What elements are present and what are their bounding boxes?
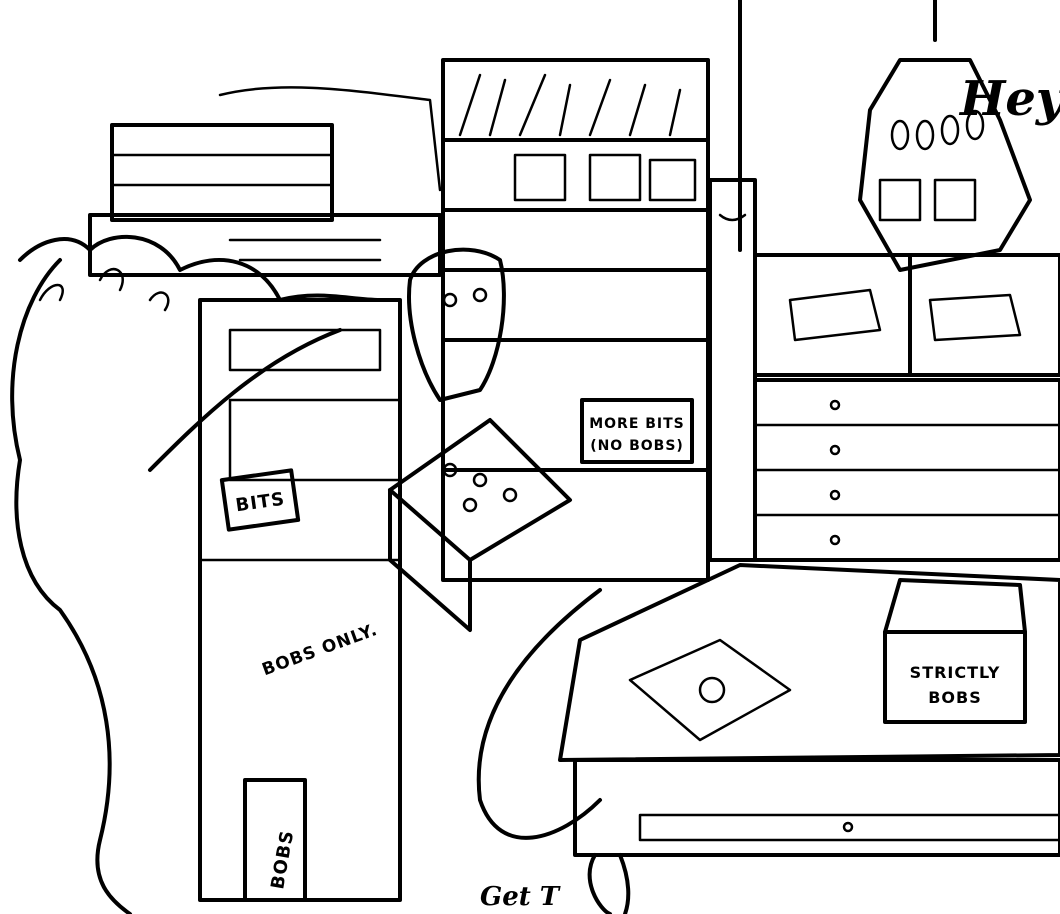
svg-text:BITS: BITS — [234, 489, 286, 517]
rolled-tube — [708, 178, 757, 562]
more-bits-sign: MORE BITS (NO BOBS) — [580, 398, 694, 464]
left-shelves — [88, 213, 442, 902]
bobs-only-sign: BOBS ONLY. — [260, 620, 381, 680]
shopkeeper — [407, 247, 506, 402]
speech-text: Hey — [958, 71, 1060, 127]
table — [558, 563, 1060, 914]
svg-text:BOBS: BOBS — [267, 828, 298, 890]
display-cabinet — [753, 253, 1060, 562]
tray — [388, 418, 572, 632]
strictly-bobs-box: STRICTLY BOBS — [883, 578, 1027, 724]
floor-rug — [476, 588, 602, 840]
hanging-lamp — [858, 0, 1032, 272]
svg-text:STRICTLY: STRICTLY — [910, 663, 1001, 682]
svg-text:BOBS ONLY.: BOBS ONLY. — [260, 620, 381, 680]
svg-text:BOBS: BOBS — [928, 688, 982, 707]
character-figure — [10, 234, 382, 914]
artist-signature: Get T — [480, 882, 561, 912]
bookcase — [441, 58, 710, 582]
svg-text:MORE BITS: MORE BITS — [589, 416, 685, 432]
svg-text:(NO BOBS): (NO BOBS) — [590, 438, 684, 454]
back-crate — [110, 86, 442, 222]
bobs-bin: BOBS — [243, 778, 307, 902]
